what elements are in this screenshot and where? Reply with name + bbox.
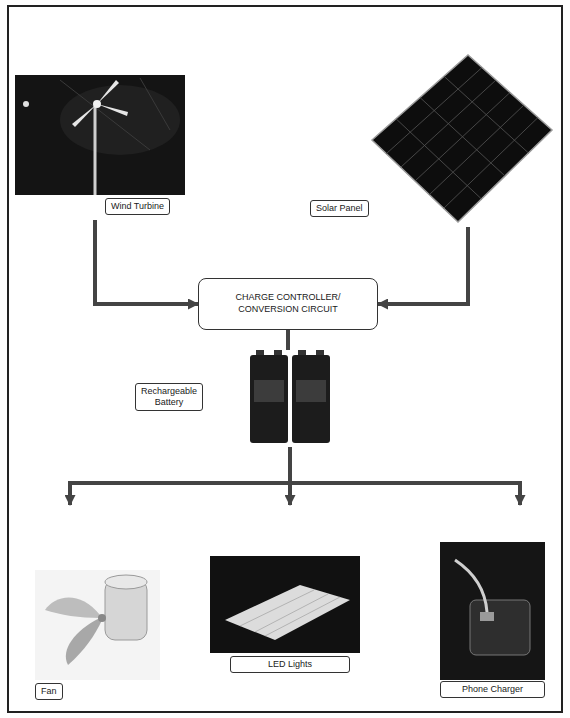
battery-photo — [250, 350, 330, 443]
solar-panel-node: Solar Panel — [305, 52, 555, 227]
connector-arrow — [286, 330, 290, 350]
label-box: Wind Turbine — [105, 198, 170, 215]
outer-frame — [8, 6, 562, 712]
process-box: CHARGE CONTROLLER/ CONVERSION CIRCUIT — [198, 278, 378, 330]
connector-arrow — [70, 447, 290, 505]
solar-panel-photo — [372, 55, 552, 222]
connector-arrow — [290, 447, 520, 505]
connector-arrow — [378, 227, 468, 304]
connector-arrow — [95, 220, 198, 304]
box-text: CHARGE CONTROLLER/ CONVERSION CIRCUIT — [207, 292, 369, 315]
label-box: LED Lights — [230, 656, 350, 673]
label-box: Phone Charger — [440, 681, 545, 698]
wind-turbine-node: Wind Turbine — [15, 75, 205, 220]
label-box: Solar Panel — [310, 200, 369, 217]
fan-photo — [35, 570, 160, 680]
led-lights-photo — [210, 556, 360, 653]
phone-charger-photo — [440, 542, 545, 680]
led-lights-node: LED Lights — [205, 505, 365, 680]
battery-node: Rechargeable Battery — [135, 350, 332, 447]
label-box: Fan — [35, 683, 63, 700]
phone-charger-node: Phone Charger — [435, 505, 550, 702]
fan-node: Fan — [30, 505, 170, 702]
wind-turbine-photo — [15, 75, 185, 195]
label-box: Rechargeable Battery — [135, 383, 203, 411]
